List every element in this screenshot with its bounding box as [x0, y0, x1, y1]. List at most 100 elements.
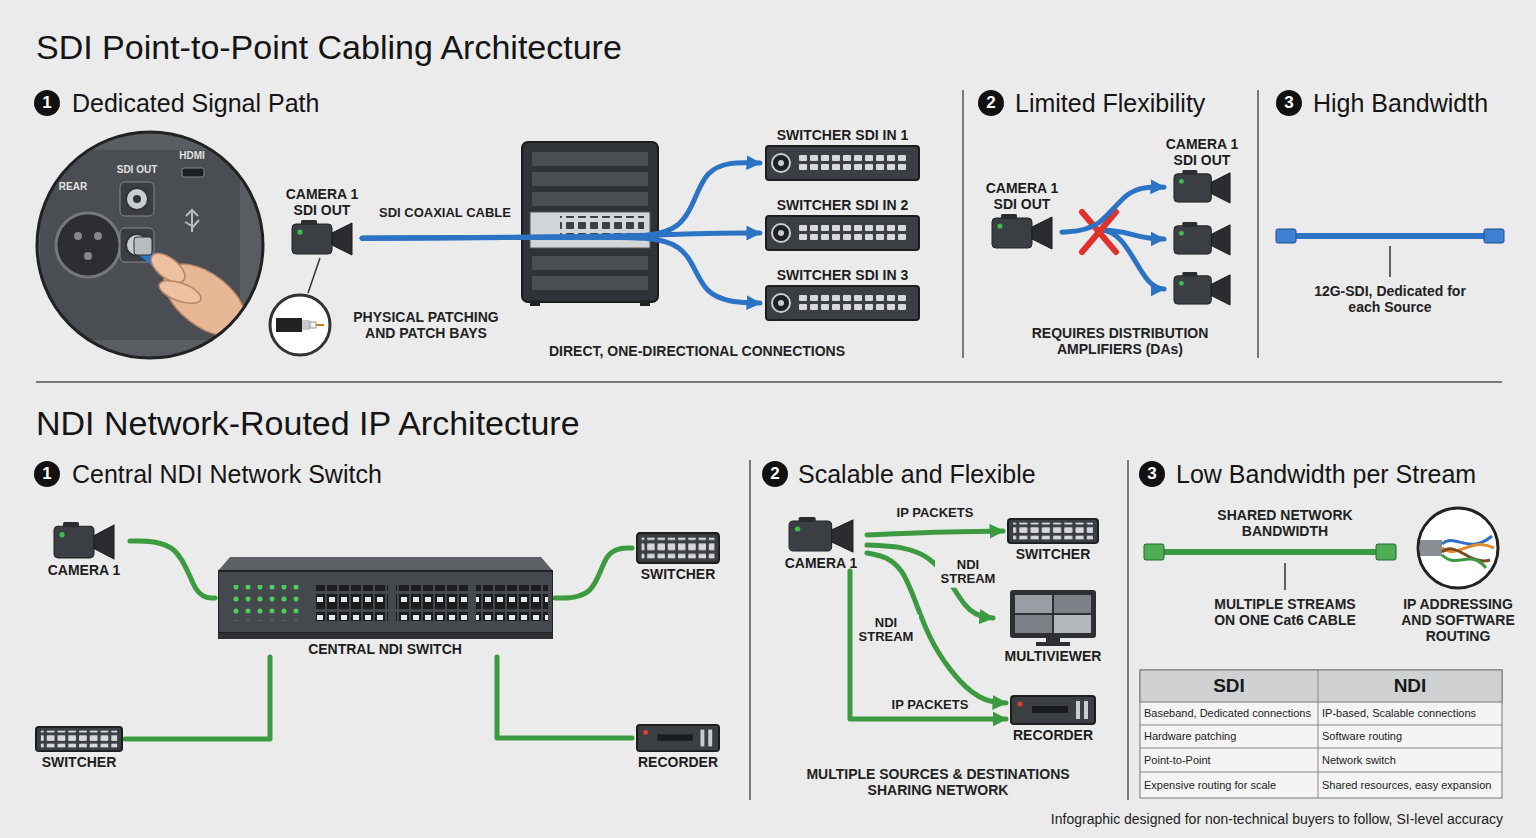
switcher-icon [766, 146, 919, 180]
rear-panel-magnifier [182, 168, 204, 177]
port-label: REAR [59, 181, 87, 193]
rear-panel-magnifier [134, 237, 152, 255]
blocked-cross [1082, 212, 1116, 252]
device-label: SWITCHER SDI IN 2 [777, 197, 908, 213]
patch-rack [532, 256, 648, 270]
coax-detail [310, 322, 316, 328]
note: IP ADDRESSING AND SOFTWARE ROUTING [1396, 596, 1521, 644]
twisted-pair-detail [1418, 508, 1498, 588]
patch-rack [530, 212, 650, 248]
port-label: SDI OUT [117, 164, 158, 176]
device-label: CAMERA 1 SDI OUT [282, 186, 362, 218]
patch-rack [640, 300, 650, 306]
blocked-cross [1082, 212, 1116, 252]
switcher-icon [1007, 518, 1099, 544]
table-cell: Network switch [1322, 754, 1396, 767]
network-switch: CENTRAL NDI SWITCH [215, 557, 555, 657]
caption: Infographic designed for non-technical b… [1051, 811, 1503, 827]
device-label: SWITCHER SDI IN 3 [777, 267, 908, 283]
section-heading: Scalable and Flexible [798, 459, 1036, 489]
section-heading: Low Bandwidth per Stream [1176, 459, 1476, 489]
note: DIRECT, ONE-DIRECTIONAL CONNECTIONS [549, 343, 845, 359]
connector-label: IP PACKETS [894, 505, 977, 521]
switcher: SWITCHER [632, 532, 724, 582]
table-cell: Shared resources, easy expansion [1322, 779, 1491, 792]
device-label: MULTIVIEWER [1005, 648, 1102, 664]
sdi-cable [1294, 233, 1486, 239]
coax-detail [270, 295, 330, 355]
switcher-icon [765, 145, 920, 181]
callout-number: 3 [1139, 461, 1165, 487]
table-cell: Baseband, Dedicated connections [1144, 707, 1311, 720]
connector-label: SDI COAXIAL CABLE [376, 205, 514, 221]
camera-icon [54, 522, 114, 559]
section-divider [749, 460, 751, 800]
comparison-table [1140, 670, 1502, 798]
connector-label: NDI STREAM [935, 557, 1001, 588]
patch-rack [530, 300, 540, 306]
table-cell: SDI [1213, 675, 1245, 697]
cat6-cable [1160, 549, 1380, 555]
patch-rack [522, 142, 658, 302]
camera-icon [1174, 222, 1230, 255]
sdi-cable [1276, 229, 1296, 243]
cat6-cable [1376, 544, 1396, 560]
device-label: CAMERA 1 [785, 555, 858, 571]
table-cell: IP-based, Scalable connections [1322, 707, 1476, 720]
network-switch-icon [218, 557, 553, 639]
coax-detail [276, 318, 302, 332]
camera: CAMERA 1 [38, 522, 130, 578]
comparison-table [1140, 670, 1502, 702]
section-heading: Limited Flexibility [1015, 88, 1205, 118]
patch-rack [532, 192, 648, 206]
coax-detail [308, 258, 320, 293]
sdi-cable [1276, 229, 1504, 277]
comparison-table [1318, 670, 1319, 798]
cat6-cable [1144, 544, 1164, 560]
camera-icon [53, 522, 115, 560]
sdi-cable [1062, 187, 1164, 232]
section-heading: High Bandwidth [1313, 88, 1488, 118]
switcher: SWITCHER SDI IN 3 [760, 267, 925, 321]
ndi-link [497, 657, 632, 738]
recorder: RECORDER [632, 724, 724, 770]
rear-panel-magnifier [84, 252, 92, 260]
comparison-table [1140, 670, 1502, 798]
camera: CAMERA 1 SDI OUT [282, 186, 362, 256]
rear-panel-magnifier [56, 213, 120, 277]
switcher-icon [765, 215, 920, 251]
twisted-pair-detail [1418, 508, 1498, 588]
recorder: RECORDER [1006, 695, 1100, 743]
camera-icon [1174, 170, 1230, 203]
switcher-icon [637, 533, 719, 563]
coax-detail [270, 258, 330, 355]
recorder-icon [1011, 696, 1095, 724]
device-label: CENTRAL NDI SWITCH [308, 641, 462, 657]
note: MULTIPLE STREAMS ON ONE Cat6 CABLE [1205, 596, 1365, 628]
rear-panel-magnifier [120, 182, 154, 216]
table-cell: Point-to-Point [1144, 754, 1211, 767]
coax-detail [302, 320, 310, 330]
note: PHYSICAL PATCHING AND PATCH BAYS [340, 309, 512, 341]
recorder-icon [636, 724, 720, 752]
section-divider [1257, 90, 1259, 358]
connector-label: NDI STREAM [853, 615, 919, 646]
patch-rack [532, 172, 648, 186]
device-label: CAMERA 1 SDI OUT [1164, 136, 1240, 168]
note: 12G-SDI, Dedicated for each Source [1308, 283, 1473, 315]
camera-icon [1174, 272, 1230, 305]
da-branch [1100, 230, 1164, 289]
table-cell: Expensive routing for scale [1144, 779, 1276, 792]
device-label: SWITCHER [1016, 546, 1091, 562]
section-divider [36, 381, 1502, 383]
rear-panel-magnifier [94, 232, 102, 240]
camera-icon [291, 220, 353, 256]
rear-panel-magnifier [156, 276, 204, 308]
table-cell: Hardware patching [1144, 730, 1236, 743]
switcher-icon [765, 285, 920, 321]
device-label: CAMERA 1 [48, 562, 121, 578]
camera-icon [991, 214, 1053, 250]
switcher-icon [36, 727, 122, 751]
callout-number: 3 [1276, 90, 1302, 116]
camera-icon [788, 517, 854, 553]
